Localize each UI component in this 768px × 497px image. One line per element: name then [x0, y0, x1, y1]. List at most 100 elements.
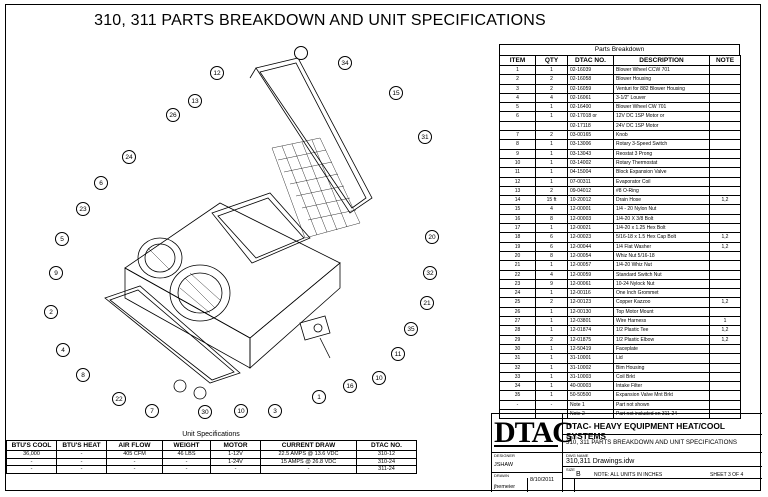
unit-specifications-cell: -: [6, 465, 57, 474]
parts-breakdown-cell: [535, 120, 568, 132]
unit-specifications-cell: 310-24: [356, 457, 417, 466]
parts-breakdown-cell: 24: [499, 288, 536, 299]
unit-specifications-cell: -: [260, 465, 357, 474]
parts-breakdown-cell: 1: [535, 139, 568, 150]
parts-breakdown-cell: 2: [535, 130, 568, 141]
parts-breakdown-cell: 1/4 Flat Washer: [613, 241, 710, 252]
parts-breakdown-cell: 8: [535, 213, 568, 225]
parts-breakdown-cell: 4: [535, 92, 568, 104]
parts-breakdown-cell: 1: [535, 288, 568, 299]
unit-specifications-col-header: CURRENT DRAW: [260, 440, 357, 451]
parts-breakdown-cell: 1,2: [709, 232, 741, 243]
parts-breakdown-cell: 1: [535, 102, 568, 113]
callout-34: 34: [338, 56, 352, 70]
designer-label: DESIGNER: [494, 453, 515, 458]
parts-breakdown-cell: 31-10001: [567, 353, 614, 364]
parts-breakdown-cell: 03-13006: [567, 139, 614, 150]
parts-breakdown-cell: 03-14002: [567, 157, 614, 169]
parts-breakdown-cell: Bim Housing: [613, 362, 710, 373]
parts-breakdown-cell: Blower Wheel CCW 701: [613, 64, 710, 76]
parts-breakdown-cell: 35: [499, 390, 536, 401]
parts-breakdown-cell: 1: [535, 343, 568, 355]
unit-line-drawing: [104, 57, 373, 400]
parts-breakdown-cell: 1: [535, 315, 568, 327]
parts-breakdown-cell: 1: [535, 64, 568, 76]
parts-breakdown-cell: 40-00003: [567, 381, 614, 392]
parts-breakdown-cell: 13: [499, 185, 536, 197]
parts-breakdown-cell: 11: [499, 167, 536, 178]
parts-breakdown-cell: 22: [499, 269, 536, 280]
parts-breakdown-heading: Parts Breakdown: [499, 44, 740, 55]
parts-breakdown-cell: 17: [499, 223, 536, 234]
parts-breakdown-cell: 24V DC 1SP Motor: [613, 120, 710, 132]
callout-1: 1: [312, 390, 326, 404]
parts-breakdown-cell: 5: [499, 102, 536, 113]
parts-breakdown-cell: 02-17118: [567, 120, 614, 132]
parts-breakdown-cell: [709, 250, 741, 262]
parts-breakdown-cell: [709, 371, 741, 383]
parts-breakdown-cell: 12-00116: [567, 288, 614, 299]
parts-breakdown-cell: 33: [499, 371, 536, 383]
parts-breakdown-cell: Copper Kazzoo: [613, 297, 710, 308]
parts-breakdown-cell: Faceplate: [613, 343, 710, 355]
parts-breakdown-cell: Top Motor Mount: [613, 306, 710, 318]
company-name: DTAC- HEAVY EQUIPMENT HEAT/COOL SYSTEMS: [566, 421, 725, 441]
unit-specifications-col-header: BTU'S HEAT: [56, 440, 107, 451]
parts-breakdown-cell: [709, 260, 741, 271]
parts-breakdown-cell: Standard Switch Nut: [613, 269, 710, 280]
parts-breakdown-cell: 02-16039: [567, 64, 614, 76]
parts-breakdown-cell: 7: [499, 130, 536, 141]
parts-breakdown-cell: [709, 278, 741, 290]
size-value: B: [576, 471, 581, 478]
callout-10: 10: [234, 404, 248, 418]
parts-breakdown-cell: 10: [499, 157, 536, 169]
parts-breakdown-cell: 1: [535, 325, 568, 336]
parts-breakdown-cell: Lid: [613, 353, 710, 364]
parts-breakdown-cell: [709, 130, 741, 141]
parts-breakdown-cell: 28: [499, 325, 536, 336]
callout-22: 22: [112, 392, 126, 406]
unit-specifications-cell: 311-24: [356, 465, 417, 474]
parts-breakdown-cell: 15: [499, 204, 536, 215]
parts-breakdown-cell: Evaporator Coil: [613, 176, 710, 187]
title-label: TITLE:: [566, 435, 579, 440]
parts-breakdown-cell: [709, 74, 741, 85]
parts-breakdown-cell: 12V DC 1SP Motor or: [613, 111, 710, 122]
parts-breakdown-col-header: ITEM: [499, 55, 536, 66]
parts-breakdown-cell: 4: [535, 204, 568, 215]
unit-specifications-cell: -: [162, 457, 211, 466]
unit-specifications-cell: -: [162, 465, 211, 474]
parts-breakdown-cell: 1: [535, 223, 568, 234]
parts-breakdown-cell: 27: [499, 315, 536, 327]
callout-9: 9: [49, 266, 63, 280]
parts-breakdown-cell: 02-16061: [567, 92, 614, 104]
parts-breakdown-cell: 1: [535, 157, 568, 169]
parts-breakdown-cell: [709, 362, 741, 373]
unit-specifications-cell: -: [56, 457, 107, 466]
parts-breakdown-cell: 9: [535, 278, 568, 290]
parts-breakdown-cell: 04-15004: [567, 167, 614, 178]
callout-2: 2: [44, 305, 58, 319]
parts-breakdown-cell: 10-20012: [567, 195, 614, 206]
parts-breakdown-cell: Note 1: [567, 399, 614, 411]
title-block: DTAC DTAC- HEAVY EQUIPMENT HEAT/COOL SYS…: [491, 413, 762, 492]
parts-breakdown-cell: 1: [535, 260, 568, 271]
parts-breakdown-cell: 12-00123: [567, 297, 614, 308]
callout-16: 15: [389, 86, 403, 100]
